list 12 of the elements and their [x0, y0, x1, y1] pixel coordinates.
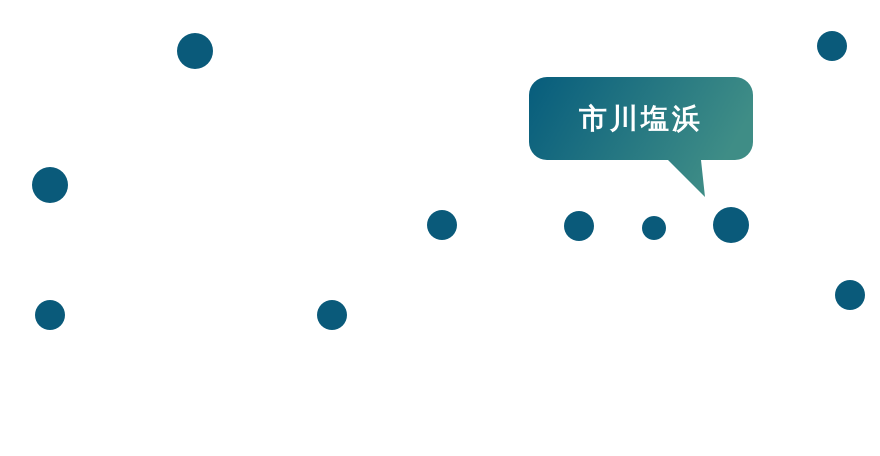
location-dot: [32, 167, 68, 203]
location-dot: [642, 216, 666, 240]
location-dot: [317, 300, 347, 330]
location-dot: [817, 31, 847, 61]
location-dot: [564, 211, 594, 241]
station-label: 市川塩浜: [578, 100, 704, 136]
location-dot: [427, 210, 457, 240]
location-dot: [713, 207, 749, 243]
location-dot: [835, 280, 865, 310]
speech-bubble: [529, 77, 753, 197]
location-dot: [177, 33, 213, 69]
location-dot: [35, 300, 65, 330]
